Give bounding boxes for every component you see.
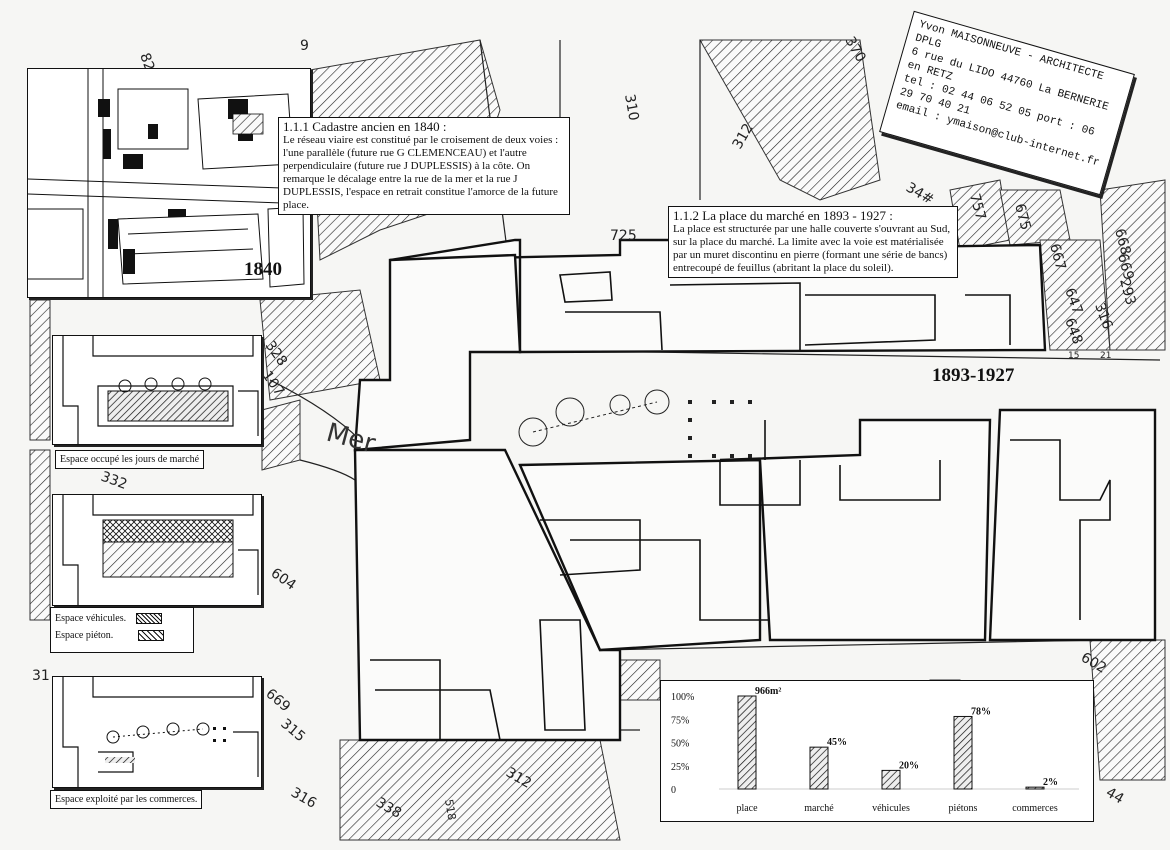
caption-1893-title: 1.1.2 La place du marché en 1893 - 1927 …: [673, 208, 893, 223]
building-interior-lines: [370, 271, 1111, 741]
caption-1893: 1.1.2 La place du marché en 1893 - 1927 …: [668, 206, 958, 278]
surface-chart-svg: 0 25% 50% 75% 100% 966m² place 45% marché 20% véhi…: [671, 686, 1079, 814]
chart-bar-2: [881, 769, 901, 790]
chart-category-label-0: place: [736, 803, 758, 814]
parcel-44: 44: [1103, 785, 1127, 808]
caption-1840-title: 1.1.1 Cadastre ancien en 1840 :: [283, 119, 447, 134]
inset-commerce: [52, 676, 262, 788]
parcel-316b: 316: [288, 785, 319, 812]
parcel-675: 675: [1011, 202, 1033, 232]
chart-data-label-0: 966m²: [755, 686, 781, 697]
parcel-332: 332: [99, 469, 130, 493]
chart-category-label-4: commerces: [1012, 803, 1058, 814]
legend-pedestrians-swatch: [138, 630, 165, 642]
parcel-669b: 669: [262, 686, 293, 715]
parcel-15: 15: [1068, 351, 1079, 361]
legend-vehicles-swatch: [136, 613, 163, 625]
chart-data-label-4: 2%: [1043, 777, 1058, 788]
chart-data-label-3: 78%: [971, 706, 991, 717]
chart-category-label-1: marché: [804, 803, 834, 814]
tree-symbols: [518, 389, 670, 447]
parcel-669: 669: [1114, 252, 1136, 282]
parcel-9: 9: [300, 38, 309, 54]
halle-posts: [688, 400, 752, 458]
inset-market-days-drawing: [62, 336, 259, 444]
inset-commerce-drawing: [62, 677, 259, 787]
caption-1893-body: La place est structurée par une halle co…: [673, 223, 951, 274]
chart-bar-1: [809, 746, 829, 790]
parcel-518: 518: [442, 798, 458, 821]
parcel-667: 667: [1046, 242, 1068, 272]
legend-box: Espace véhicules. Espace piéton.: [50, 607, 194, 653]
legend-vehicles-label: Espace véhicules.: [55, 613, 127, 624]
chart-bar-4: [1025, 786, 1045, 790]
chart-bar-3: [953, 715, 973, 790]
parcel-604: 604: [268, 565, 299, 593]
chart-y-tick: 50%: [671, 739, 689, 750]
caption-1840-body: Le réseau viaire est constitué par le cr…: [283, 134, 559, 211]
parcel-34: 34#: [903, 180, 937, 209]
parcel-293: 293: [1116, 277, 1138, 307]
chart-data-label-2: 20%: [899, 760, 919, 771]
parcel-725: 725: [610, 228, 637, 244]
parcel-21: 21: [1100, 351, 1111, 361]
label-market-days: Espace occupé les jours de marché: [55, 450, 205, 469]
inset-vehicles-pedestrians: [52, 494, 262, 606]
chart-category-label-2: véhicules: [872, 803, 910, 814]
chart-data-label-1: 45%: [827, 737, 847, 748]
chart-category-label-3: piétons: [949, 803, 978, 814]
year-1893-1927: 1893-1927: [932, 365, 1015, 386]
chart-y-tick: 75%: [671, 715, 689, 726]
chart-y-tick: 0: [671, 785, 676, 796]
chart-bar-0: [737, 695, 757, 790]
year-1840: 1840: [244, 259, 282, 280]
parcel-310: 310: [621, 93, 641, 122]
chart-y-tick: 100%: [671, 692, 694, 703]
label-commerce: Espace exploité par les commerces.: [50, 790, 203, 809]
surface-chart: 0 25% 50% 75% 100% 966m² place 45% marché 20% véhi…: [660, 680, 1094, 822]
chart-y-tick: 25%: [671, 762, 689, 773]
inset-market-days: [52, 335, 262, 445]
inset-1840: 1840: [27, 68, 311, 298]
parcel-31: 31: [32, 668, 50, 684]
parcel-315: 315: [277, 716, 308, 745]
parcel-757: 757: [966, 192, 988, 222]
parcel-668: 668: [1111, 227, 1133, 257]
caption-1840: 1.1.1 Cadastre ancien en 1840 : Le résea…: [278, 117, 570, 215]
legend-pedestrians-label: Espace piéton.: [55, 630, 114, 641]
building-outlines: [353, 238, 1157, 742]
inset-vehicles-drawing: [62, 495, 259, 605]
inset-1840-drawing: [28, 69, 310, 297]
